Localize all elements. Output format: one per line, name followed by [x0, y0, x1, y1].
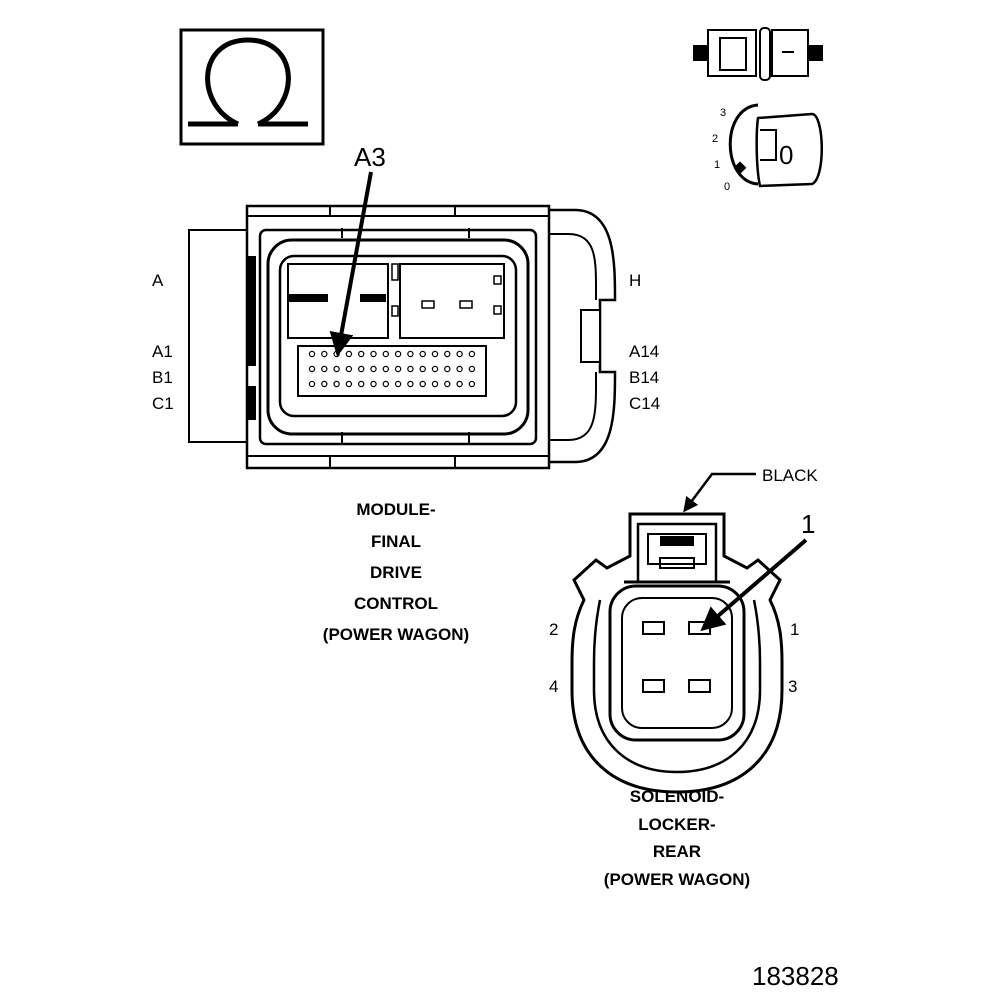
- module-pin: [468, 350, 476, 358]
- module-pin: [321, 380, 328, 388]
- ohm-symbol-icon: [179, 28, 325, 146]
- module-pin: [370, 365, 377, 373]
- svg-text:MODULE-: MODULE-: [356, 500, 435, 519]
- solenoid-caption: SOLENOID- LOCKER- REAR (POWER WAGON): [604, 787, 750, 889]
- module-pin: [444, 350, 451, 358]
- svg-text:DRIVE: DRIVE: [370, 563, 422, 582]
- module-label-c14: C14: [629, 394, 660, 413]
- solenoid-pin-label-3: 3: [788, 677, 797, 696]
- svg-text:SOLENOID-: SOLENOID-: [630, 787, 724, 806]
- module-pin: [444, 380, 451, 388]
- module-pin: [444, 365, 451, 373]
- module-pin: [358, 350, 365, 358]
- pointer-arrow-a3: [329, 171, 373, 357]
- module-label-a14: A14: [629, 342, 659, 361]
- module-pin: [333, 380, 340, 388]
- module-pin: [370, 380, 377, 388]
- module-pin: [333, 365, 340, 373]
- pointer-arrow-1: [700, 538, 808, 632]
- module-label-a1: A1: [152, 342, 173, 361]
- module-pin: [394, 365, 402, 373]
- module-pin: [407, 365, 414, 373]
- connector-disconnect-icon: [693, 27, 823, 81]
- pointer-label-1: 1: [801, 509, 815, 539]
- module-pin: [456, 380, 463, 388]
- module-caption: MODULE- FINAL DRIVE CONTROL (POWER WAGON…: [323, 500, 469, 644]
- svg-text:FINAL: FINAL: [371, 532, 421, 551]
- module-pin: [345, 350, 353, 358]
- module-label-h: H: [629, 271, 641, 290]
- figure-number: 183828: [752, 961, 839, 991]
- svg-text:2: 2: [712, 133, 718, 145]
- solenoid-connector: [570, 512, 784, 794]
- module-label-b14: B14: [629, 368, 659, 387]
- module-label-c1: C1: [152, 394, 174, 413]
- svg-text:3: 3: [720, 107, 726, 119]
- module-pin-grid: [308, 350, 476, 388]
- module-pin: [407, 350, 414, 358]
- module-pin: [321, 365, 328, 373]
- module-pin: [321, 350, 328, 358]
- module-pin: [382, 350, 389, 358]
- module-pin: [308, 365, 316, 373]
- module-connector: [188, 204, 617, 470]
- module-label-a: A: [152, 271, 164, 290]
- module-pin: [345, 380, 353, 388]
- module-pin: [431, 350, 439, 358]
- black-color-leader: [683, 472, 756, 513]
- module-pin: [382, 365, 389, 373]
- svg-text:(POWER WAGON): (POWER WAGON): [323, 625, 469, 644]
- svg-text:(POWER WAGON): (POWER WAGON): [604, 870, 750, 889]
- module-pin: [308, 350, 316, 358]
- solenoid-pin-label-2: 2: [549, 620, 558, 639]
- module-pin: [345, 365, 353, 373]
- module-pin: [419, 380, 426, 388]
- module-pin: [394, 350, 402, 358]
- svg-text:0: 0: [724, 181, 730, 193]
- module-pin: [419, 365, 426, 373]
- module-pin: [468, 365, 476, 373]
- module-pin: [419, 350, 426, 358]
- module-pin: [358, 365, 365, 373]
- svg-text:REAR: REAR: [653, 842, 701, 861]
- module-pin: [456, 350, 463, 358]
- svg-text:1: 1: [714, 159, 720, 171]
- module-pin: [382, 380, 389, 388]
- module-label-b1: B1: [152, 368, 173, 387]
- module-pin: [394, 380, 402, 388]
- module-pin: [407, 380, 414, 388]
- ignition-switch-icon: 3 2 1 0 0: [712, 103, 823, 193]
- module-pin: [468, 380, 476, 388]
- pointer-label-a3: A3: [354, 142, 386, 172]
- module-pin: [370, 350, 377, 358]
- solenoid-pin-label-1: 1: [790, 620, 799, 639]
- module-pin: [333, 350, 340, 358]
- module-pin: [431, 365, 439, 373]
- svg-text:CONTROL: CONTROL: [354, 594, 438, 613]
- solenoid-color-label: BLACK: [762, 466, 818, 485]
- module-pin: [308, 380, 316, 388]
- solenoid-pin-label-4: 4: [549, 677, 558, 696]
- svg-text:LOCKER-: LOCKER-: [638, 815, 715, 834]
- module-pin: [358, 380, 365, 388]
- module-pin: [431, 380, 439, 388]
- svg-text:0: 0: [779, 140, 793, 170]
- module-pin: [456, 365, 463, 373]
